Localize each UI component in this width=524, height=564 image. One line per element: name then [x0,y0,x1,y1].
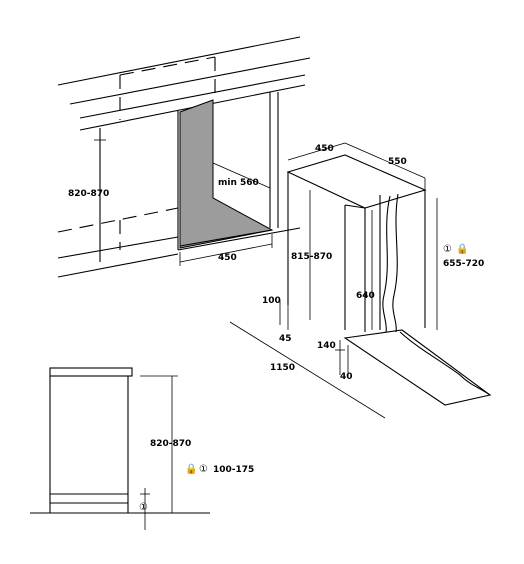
plinth-height-label: 140 [317,341,336,351]
door-panel-height-label: 655-720 [443,259,484,269]
appliance-drawing [229,142,492,419]
foot-circle-one-icon: ① [139,502,148,513]
niche-height-label: 820-870 [68,189,109,199]
side-circle-one-icon: ① [199,464,208,475]
niche-width-label: 450 [218,253,237,263]
side-height-label: 820-870 [150,439,191,449]
niche-drawing [57,36,311,278]
door-gap-label: 40 [340,372,353,382]
appliance-height-label: 815-870 [291,252,332,262]
side-lock-icon: 🔒 [185,463,197,475]
door-open-depth-label: 1150 [270,363,295,373]
niche-depth-label: min 560 [218,178,259,188]
side-view-drawing [30,367,210,530]
circle-one-icon: ① [443,244,452,255]
plinth-offset-label: 100 [262,296,281,306]
appliance-width-label: 450 [315,144,334,154]
door-height-label: 640 [356,291,375,301]
appliance-depth-label: 550 [388,157,407,167]
lock-icon: 🔒 [456,243,468,255]
plinth-gap-label: 45 [279,334,292,344]
foot-range-label: 100-175 [213,465,254,475]
